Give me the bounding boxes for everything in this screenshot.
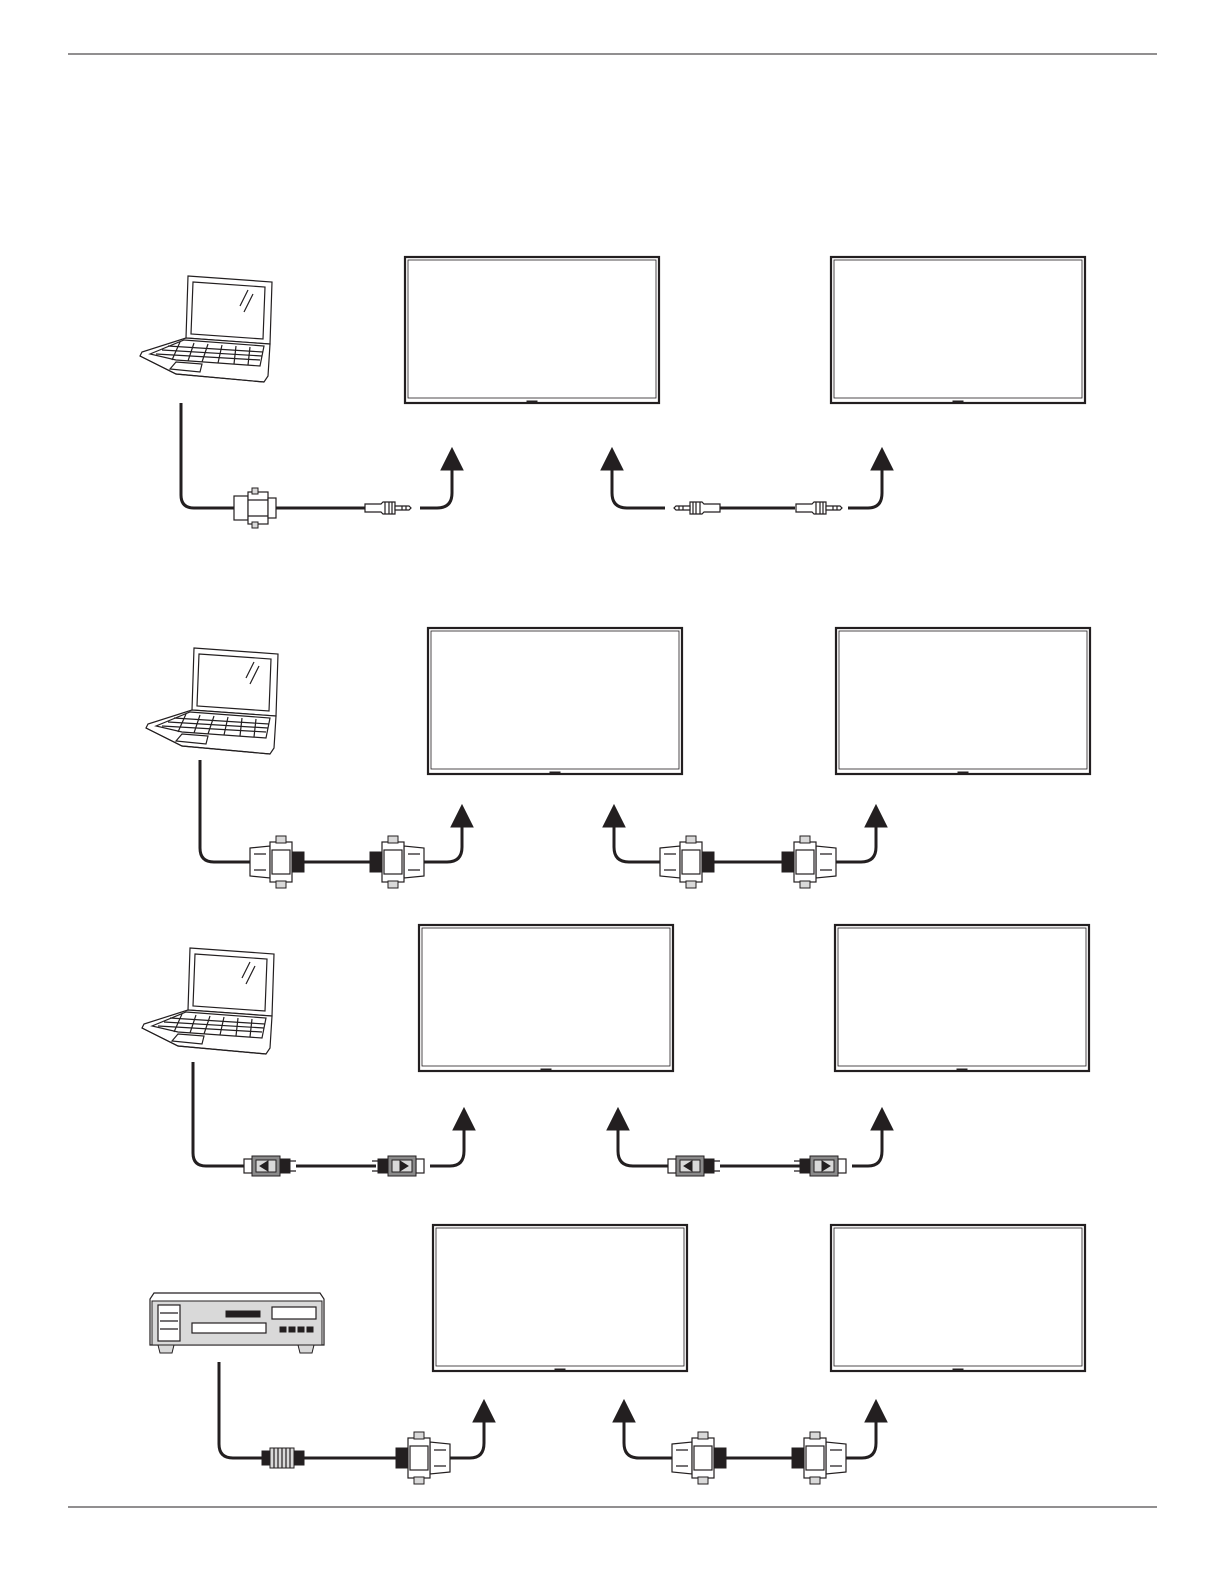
dvi-connector — [396, 1432, 450, 1484]
dvi-connector — [782, 836, 836, 888]
cable-display-1-to-display-2 — [614, 827, 876, 862]
displayport-connector — [794, 1156, 846, 1176]
dvi-connector — [792, 1432, 846, 1484]
displayport-connector — [372, 1156, 424, 1176]
setup-2 — [146, 628, 1090, 888]
arrow-up-icon — [607, 1108, 629, 1130]
setup-1 — [140, 257, 1085, 528]
cable-source-to-display-1 — [200, 760, 462, 862]
laptop-icon — [146, 648, 278, 754]
arrow-up-icon — [453, 1108, 475, 1130]
arrow-up-icon — [871, 448, 893, 470]
displayport-connector — [244, 1156, 296, 1176]
display-1 — [419, 925, 673, 1071]
dvi-connector — [250, 836, 304, 888]
arrow-up-icon — [865, 1400, 887, 1422]
display-2 — [831, 257, 1085, 403]
arrow-up-icon — [871, 1108, 893, 1130]
display-1 — [405, 257, 659, 403]
cable-source-to-display-1 — [181, 403, 452, 508]
cable-source-to-display-1 — [193, 1062, 464, 1166]
laptop-icon — [142, 948, 274, 1054]
display-1 — [428, 628, 682, 774]
arrow-up-icon — [865, 805, 887, 827]
setup-3 — [142, 925, 1089, 1176]
laptop-icon — [140, 276, 272, 382]
arrow-up-icon — [451, 805, 473, 827]
displayport-connector — [668, 1156, 720, 1176]
arrow-up-icon — [613, 1400, 635, 1422]
arrow-up-icon — [603, 805, 625, 827]
display-2 — [835, 925, 1089, 1071]
media-player-icon — [150, 1293, 324, 1353]
cable-display-1-to-display-2 — [612, 470, 882, 508]
arrow-up-icon — [441, 448, 463, 470]
audio-jack — [796, 502, 842, 514]
dvi-connector — [370, 836, 424, 888]
audio-jack — [674, 502, 720, 514]
setup-4 — [150, 1225, 1085, 1484]
vga-connector — [234, 488, 276, 528]
dvi-connector — [660, 836, 714, 888]
display-1 — [433, 1225, 687, 1371]
arrow-up-icon — [473, 1400, 495, 1422]
arrow-up-icon — [601, 448, 623, 470]
audio-jack — [365, 502, 411, 514]
hdmi-connector — [262, 1448, 304, 1468]
display-2 — [836, 628, 1090, 774]
dvi-connector — [672, 1432, 726, 1484]
display-2 — [831, 1225, 1085, 1371]
